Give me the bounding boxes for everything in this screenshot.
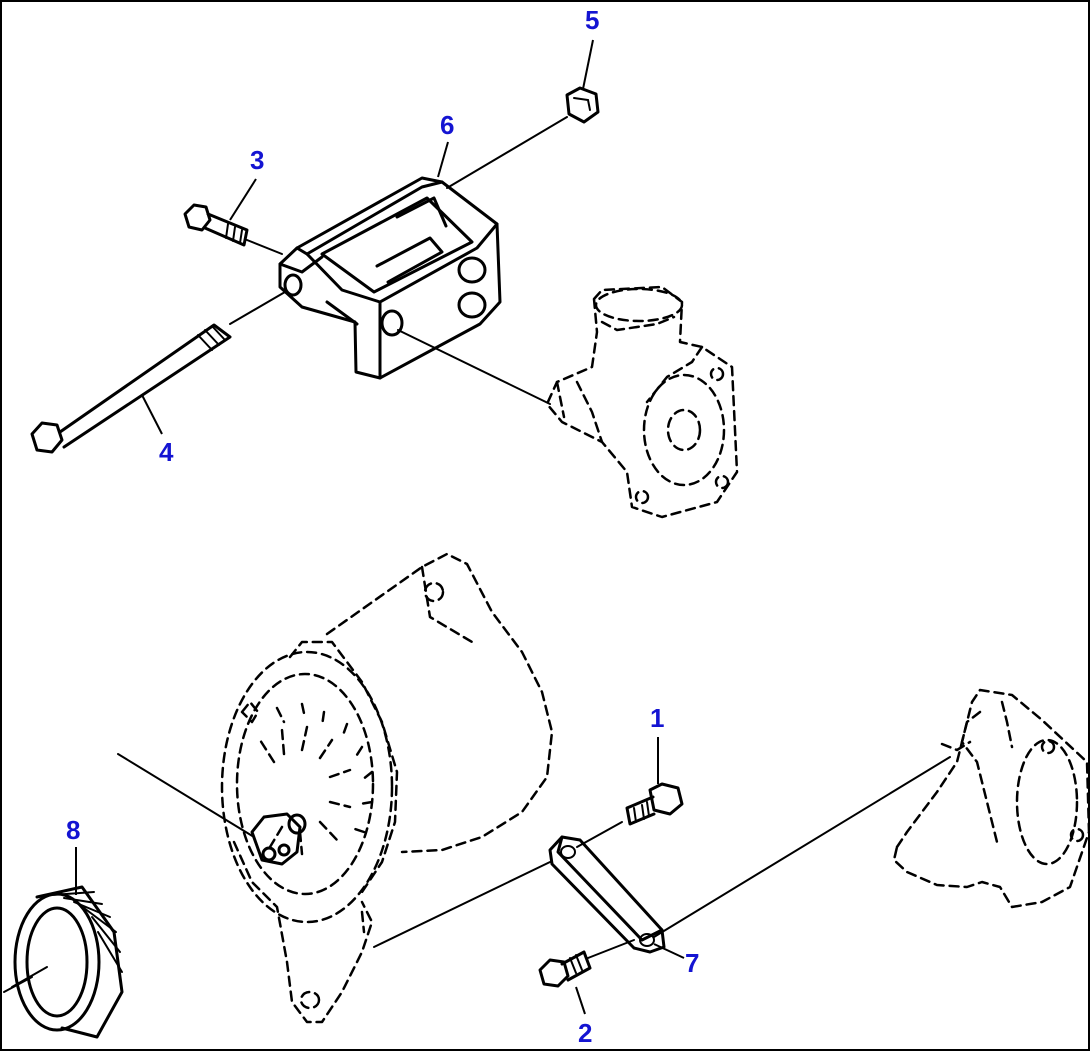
axis-line-to-elbow xyxy=(397,329,551,405)
axis-line-pulley-left xyxy=(3,976,33,993)
alternator-body xyxy=(220,552,554,1024)
axis-line-bolt-3 xyxy=(246,239,283,255)
axis-line-bolt-2 xyxy=(587,939,635,959)
nut-part-5 xyxy=(565,86,600,124)
pulley-part-8 xyxy=(11,885,124,1039)
leader-line-3 xyxy=(229,178,257,221)
callout-7: 7 xyxy=(685,948,700,978)
callout-8: 8 xyxy=(66,815,81,845)
callout-3: 3 xyxy=(250,145,265,175)
leader-line-4 xyxy=(141,394,163,435)
long-bolt-part-4 xyxy=(30,323,232,454)
leader-line-7 xyxy=(653,943,685,959)
axis-line-pulley xyxy=(117,753,255,838)
water-elbow-rear xyxy=(892,688,1090,909)
water-elbow-upper xyxy=(545,285,739,519)
alternator-shaft-hub xyxy=(250,812,307,866)
leader-line-5 xyxy=(582,39,594,90)
leader-line-6 xyxy=(437,141,449,178)
callout-5: 5 xyxy=(585,5,600,35)
link-strap-part-7 xyxy=(548,835,666,954)
bolt-part-3 xyxy=(183,203,249,247)
axis-line-to-rear-elbow xyxy=(653,756,951,938)
axis-line-upper-right xyxy=(446,116,568,189)
leader-line-2 xyxy=(575,986,586,1015)
callout-2: 2 xyxy=(578,1018,593,1048)
axis-line-bolt-4 xyxy=(229,291,286,325)
callout-4: 4 xyxy=(159,437,174,467)
bolt-part-2 xyxy=(538,950,592,988)
bracket-part-6 xyxy=(278,176,502,380)
callout-1: 1 xyxy=(650,703,665,733)
axis-line-alternator-ear xyxy=(373,861,551,948)
callout-6: 6 xyxy=(440,110,455,140)
bolt-part-1 xyxy=(625,782,684,826)
